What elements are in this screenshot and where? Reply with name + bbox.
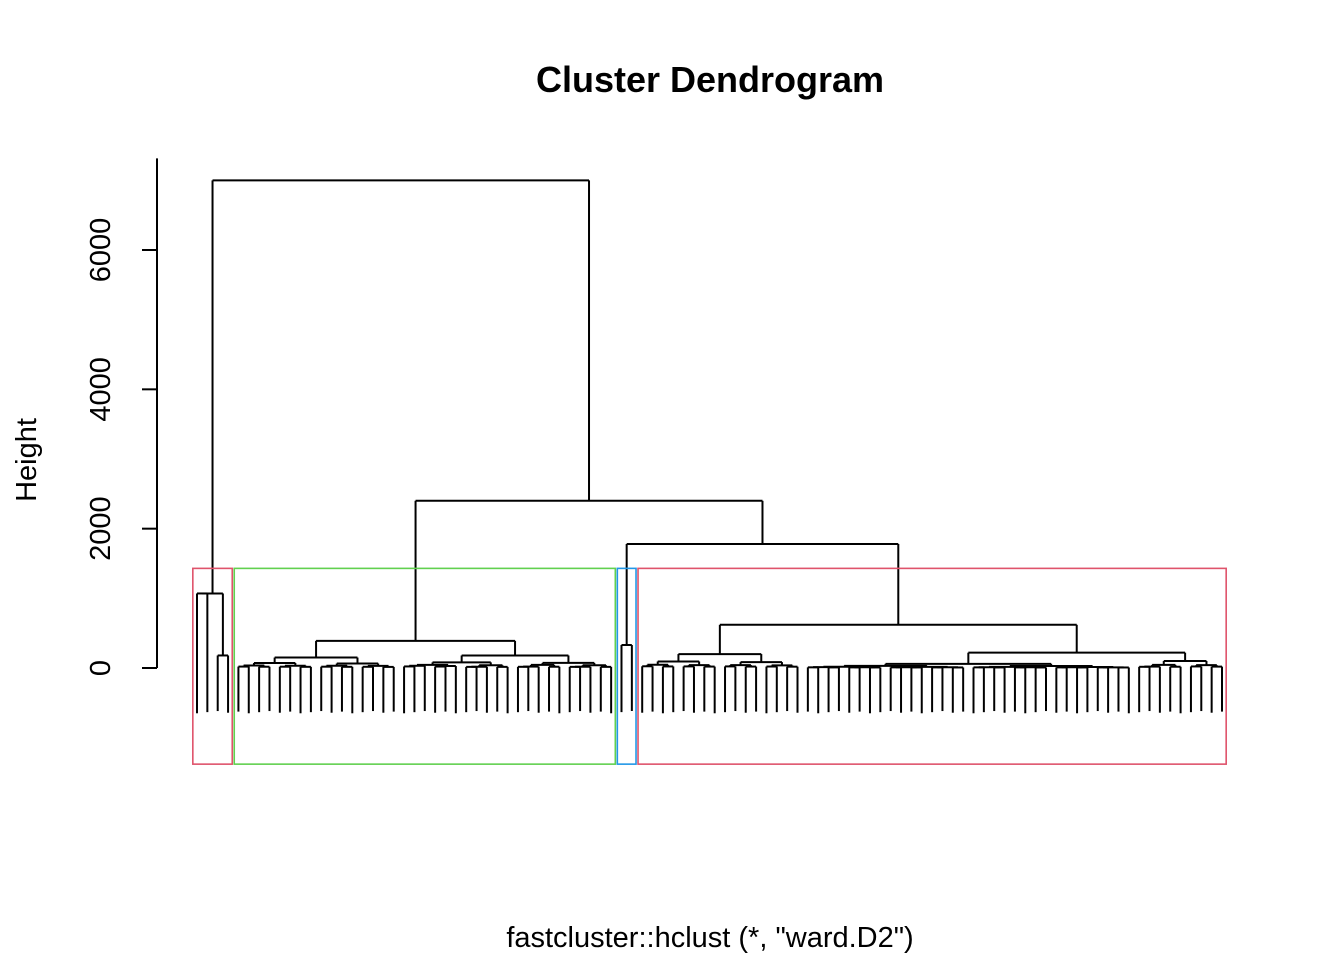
y-tick-label: 2000 bbox=[85, 496, 117, 561]
y-axis-label: Height bbox=[11, 418, 43, 502]
y-tick-label: 4000 bbox=[85, 357, 117, 422]
chart-title: Cluster Dendrogram bbox=[536, 59, 884, 100]
y-tick-label: 6000 bbox=[85, 218, 117, 283]
y-tick-label: 0 bbox=[85, 660, 117, 676]
cluster-box-1 bbox=[192, 567, 234, 765]
dendrogram-tree bbox=[196, 179, 1223, 714]
cluster-box-4 bbox=[637, 567, 1227, 765]
cluster-boxes bbox=[192, 567, 1227, 765]
cluster-box-3 bbox=[616, 567, 637, 765]
cluster-box-2 bbox=[233, 567, 617, 765]
y-axis: 0 2000 4000 6000 bbox=[85, 158, 158, 676]
x-axis-label: fastcluster::hclust (*, "ward.D2") bbox=[506, 922, 913, 954]
